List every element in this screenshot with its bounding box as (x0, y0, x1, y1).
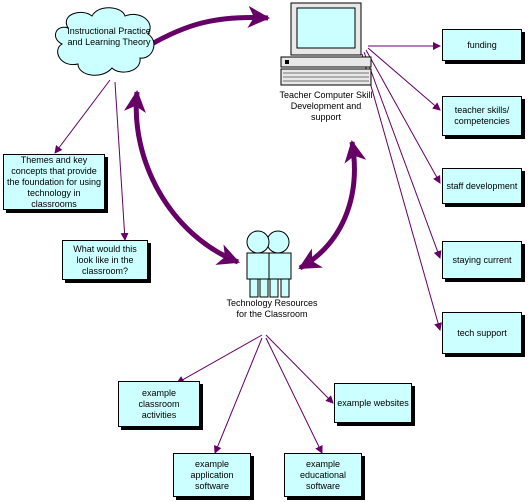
staff-development-box: staff development (442, 168, 522, 204)
staying-current-box: staying current (442, 241, 522, 279)
arrow-to-websites (265, 334, 334, 404)
arrow-to-themes (54, 79, 111, 154)
classroom-look-box: What would this look like in the classro… (62, 240, 148, 280)
arrow-to-staying-current (363, 51, 442, 259)
arrow-to-classroom-activities (176, 334, 263, 384)
people-label: Technology Resources for the Classroom (226, 298, 318, 319)
arrow-computer-people (298, 140, 367, 271)
funding-box: funding (442, 29, 522, 61)
cloud-icon (54, 7, 155, 76)
arrow-cloud-people (124, 90, 240, 265)
teacher-skills-box: teacher skills/ competencies (442, 96, 522, 136)
application-software-box: example application software (173, 453, 251, 497)
arrow-to-classroom-look (114, 81, 129, 241)
arrow-to-teacher-skills (367, 47, 441, 111)
educational-software-box: example educational software (284, 453, 362, 497)
computer-icon (280, 2, 372, 86)
arrow-to-educational-software (265, 337, 323, 454)
arrow-to-tech-support (361, 53, 442, 331)
classroom-activities-box: example classroom activities (118, 381, 200, 427)
arrow-to-staff-development (365, 49, 441, 184)
computer-label: Teacher Computer Skill Development and s… (279, 90, 373, 122)
themes-box: Themes and key concepts that provide the… (3, 154, 105, 210)
cloud-label: Instructional Practice and Learning Theo… (67, 26, 151, 47)
websites-box: example websites (334, 383, 412, 423)
tech-support-box: tech support (442, 312, 522, 354)
arrow-cloud-to-computer (148, 5, 270, 48)
people-icon (246, 230, 292, 298)
arrow-to-application-software (213, 337, 263, 454)
